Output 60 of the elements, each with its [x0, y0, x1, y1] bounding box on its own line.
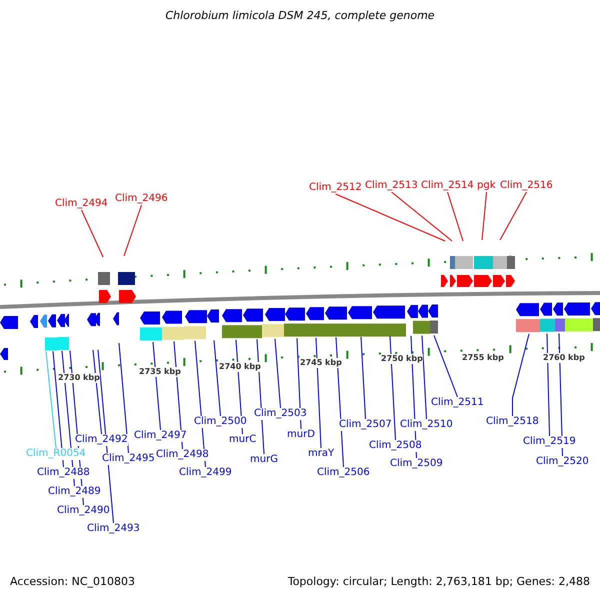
scale-label: 2755 kbp [462, 353, 504, 363]
leader-line [118, 342, 129, 454]
gene-label: Clim_2500 [194, 416, 247, 428]
scale-label: 2760 kbp [543, 353, 585, 363]
leader-line [46, 350, 56, 448]
leader-line [434, 334, 458, 398]
gene-label: Clim_2495 [102, 453, 155, 465]
gene-label: Clim_2508 [369, 440, 422, 452]
leader-line [335, 194, 446, 242]
gene-label: Clim_2520 [536, 456, 589, 468]
gene-label: Clim_2496 [115, 193, 168, 205]
gene-label: Clim_2493 [87, 523, 140, 535]
gene-label: Clim_2509 [390, 458, 443, 470]
gene-label: pgk [477, 180, 496, 192]
gene-label: Clim_2489 [48, 486, 101, 498]
gene-label: Clim_2506 [317, 467, 370, 479]
leader-line [500, 192, 527, 240]
leader-line [482, 192, 487, 240]
leader-line [390, 336, 396, 440]
gene-label: Clim_2516 [500, 180, 553, 192]
gene-label: Clim_2497 [134, 430, 187, 442]
gene-label: Clim_2518 [486, 416, 539, 428]
leader-line [360, 336, 366, 420]
gene-label: Clim_2519 [523, 436, 576, 448]
genome-info-text: Topology: circular; Length: 2,763,181 bp; Genes: 2,488 [288, 576, 590, 588]
scale-label: 2745 kbp [300, 358, 342, 368]
leader-line [92, 349, 102, 434]
gene-label: Clim_2490 [57, 505, 110, 517]
leader-line [52, 350, 64, 468]
gene-label: Clim_2494 [55, 198, 108, 210]
leader-line [124, 204, 142, 256]
leader-line [81, 210, 104, 258]
gene-label: Clim_2514 [421, 180, 474, 192]
leader-line [296, 338, 302, 430]
gene-label: Clim_2492 [75, 434, 128, 446]
leader-line [447, 192, 464, 242]
scale-label: 2740 kbp [219, 362, 261, 372]
gene-label: Clim_2499 [179, 467, 232, 479]
gene-label: Clim_2512 [309, 182, 362, 194]
scale-label: 2730 kbp [58, 373, 100, 383]
gene-label: Clim_2510 [400, 419, 453, 431]
leader-line [152, 342, 161, 430]
gene-label: Clim_2511 [431, 397, 484, 409]
gene-label: Clim_R0054 [26, 448, 86, 460]
accession-text: Accession: NC_010803 [10, 576, 136, 588]
gene-label: Clim_2488 [37, 467, 90, 479]
gene-label: Clim_2503 [254, 408, 307, 420]
leader-line [422, 335, 427, 420]
leader-line [214, 340, 221, 416]
gene-label: Clim_2513 [365, 180, 418, 192]
scale-label: 2735 kbp [139, 367, 181, 377]
leader-line [512, 333, 530, 416]
gene-label: Clim_2498 [156, 449, 209, 461]
leader-line [98, 349, 114, 524]
gene-label: Clim_2507 [339, 419, 392, 431]
leader-line [391, 192, 452, 242]
leader-line [274, 338, 281, 408]
leader-line [546, 333, 550, 436]
leader-line [316, 337, 322, 448]
scale-label: 2750 kbp [381, 354, 423, 364]
